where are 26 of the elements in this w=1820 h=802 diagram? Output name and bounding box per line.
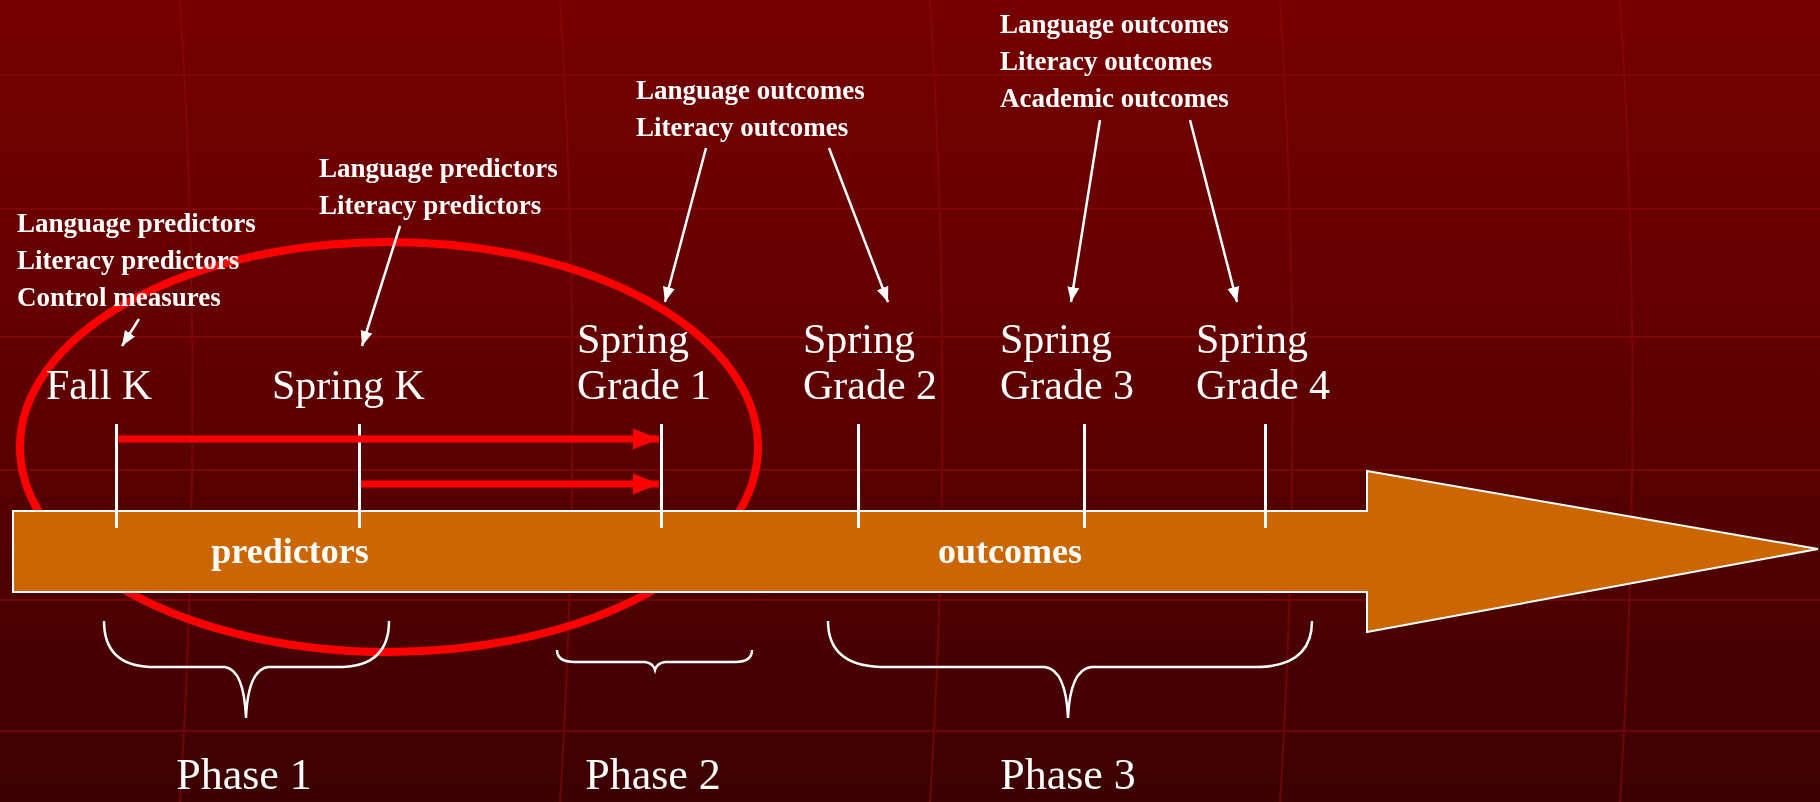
tick-mark: [358, 424, 361, 528]
tick-mark: [115, 424, 118, 528]
arrow: [663, 147, 708, 303]
phase-label: Phase 1: [176, 752, 312, 798]
arrow: [1067, 119, 1102, 303]
tick-mark: [857, 424, 860, 528]
tick-mark: [660, 424, 663, 528]
phase-label: Phase 3: [1000, 752, 1136, 798]
arrow: [1188, 119, 1240, 303]
arrow: [360, 225, 402, 347]
callout-text: Language outcomes Literacy outcomes: [636, 72, 911, 148]
time-point-label: Spring Grade 3: [1000, 316, 1136, 408]
time-point-label: Spring K: [272, 362, 425, 408]
time-point-label: Spring Grade 2: [803, 316, 939, 408]
callout-text: Language predictors Literacy predictors: [319, 150, 609, 226]
phase-label: Phase 2: [585, 752, 721, 798]
time-point-label: Spring Grade 4: [1196, 316, 1332, 408]
phase-type-label: outcomes: [938, 531, 1082, 571]
time-point-label: Fall K: [46, 362, 153, 408]
tick-mark: [1264, 424, 1267, 528]
time-point-label: Spring Grade 1: [577, 316, 713, 408]
phase-type-label: predictors: [211, 531, 369, 571]
arrow: [827, 147, 890, 303]
callout-text: Language outcomes Literacy outcomes Academic outcomes: [1000, 6, 1290, 120]
tick-mark: [1083, 424, 1086, 528]
arrow: [120, 318, 141, 347]
